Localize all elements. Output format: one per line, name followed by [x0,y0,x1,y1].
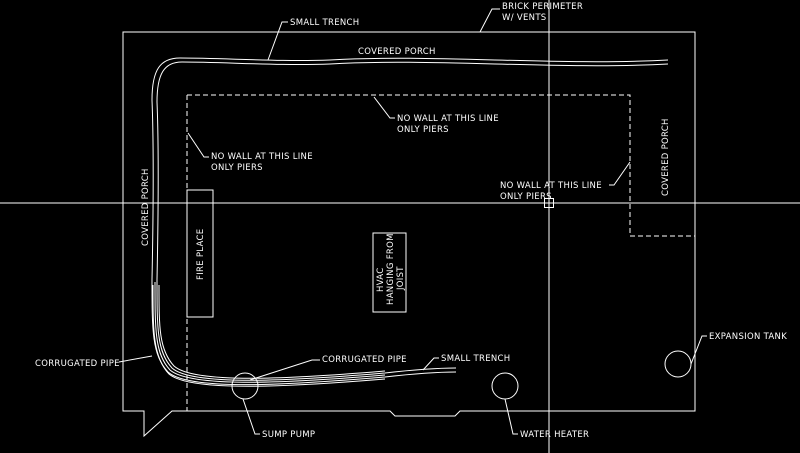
label-only-piers-1: ONLY PIERS [397,125,449,135]
label-fire-place: FIRE PLACE [196,229,206,280]
sump-pump-circle [231,372,259,400]
label-small-trench-top: SMALL TRENCH [290,18,359,28]
expansion-tank-circle [664,350,692,378]
label-hvac-hanging: HANGING FROM [386,233,396,305]
pier-lines [186,94,695,411]
label-no-wall-3: NO WALL AT THIS LINE [500,181,602,191]
label-hvac: HVAC [376,268,386,292]
leader-lines [118,8,707,435]
brick-perimeter-outline [122,31,696,438]
label-hvac-joist: JOIST [396,266,406,291]
label-corrugated-pipe-mid: CORRUGATED PIPE [322,355,407,365]
label-covered-porch-right: COVERED PORCH [661,118,671,196]
label-brick-perimeter-vents: W/ VENTS [502,13,547,23]
water-heater-circle [491,372,519,400]
label-water-heater: WATER HEATER [520,430,589,440]
label-small-trench-bottom: SMALL TRENCH [441,354,510,364]
label-expansion-tank: EXPANSION TANK [709,332,787,342]
small-trench-loop [151,57,669,387]
label-only-piers-2: ONLY PIERS [211,163,263,173]
fire-place-box [186,189,214,318]
label-only-piers-3: ONLY PIERS [500,192,552,202]
hvac-box [372,232,407,313]
label-covered-porch-left: COVERED PORCH [141,168,151,246]
label-covered-porch-top: COVERED PORCH [358,47,436,57]
label-no-wall-2: NO WALL AT THIS LINE [211,152,313,162]
label-corrugated-pipe-left: CORRUGATED PIPE [35,359,120,369]
label-no-wall-1: NO WALL AT THIS LINE [397,114,499,124]
label-brick-perimeter: BRICK PERIMETER [502,2,583,12]
label-sump-pump: SUMP PUMP [262,430,315,440]
